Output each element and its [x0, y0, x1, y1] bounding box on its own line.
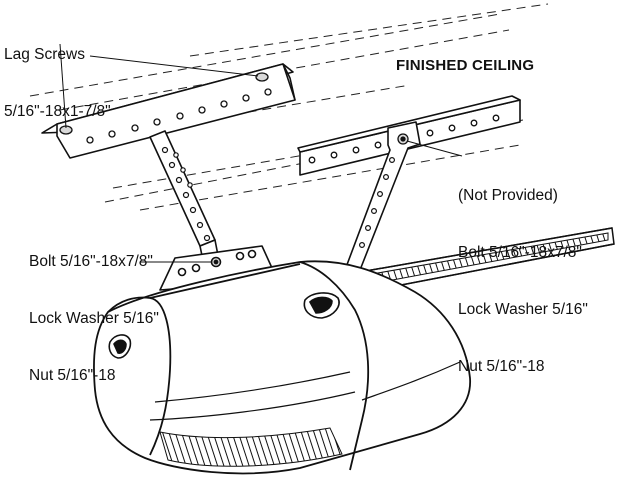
- hardware-not-provided-label: (Not Provided) Bolt 5/16"-18x7/8" Lock W…: [458, 148, 588, 414]
- left-bolt-spec: Bolt 5/16"-18x7/8": [29, 253, 153, 270]
- leader-lines: [59, 43, 463, 263]
- not-provided-note: (Not Provided): [458, 187, 558, 204]
- left-lock-washer-spec: Lock Washer 5/16": [29, 310, 159, 327]
- motor-unit-icon: [93, 260, 471, 475]
- light-lens-icon: [159, 427, 343, 467]
- right-bracket-holes: [308, 114, 500, 164]
- lag-screws-size: 5/16"-18x1-7/8": [4, 103, 111, 120]
- right-nut-spec: Nut 5/16"-18: [458, 358, 545, 375]
- hardware-left-label: Bolt 5/16"-18x7/8" Lock Washer 5/16" Nut…: [29, 214, 159, 423]
- finished-ceiling-label: FINISHED CEILING: [396, 57, 535, 74]
- right-lock-washer-spec: Lock Washer 5/16": [458, 301, 588, 318]
- bolt-icon: [397, 133, 409, 145]
- lag-screws-title: Lag Screws: [4, 46, 85, 63]
- housing-grips: [108, 292, 340, 359]
- right-strap-holes: [359, 157, 396, 249]
- lag-screws-label: Lag Screws 5/16"-18x1-7/8": [4, 7, 111, 159]
- right-bolt-spec: Bolt 5/16"-18x7/8": [458, 244, 582, 261]
- left-strap-holes: [161, 146, 211, 242]
- left-nut-spec: Nut 5/16"-18: [29, 367, 116, 384]
- left-angle-bracket: [41, 63, 296, 159]
- left-bracket-holes: [86, 88, 272, 144]
- lag-screw-icon: [59, 72, 269, 135]
